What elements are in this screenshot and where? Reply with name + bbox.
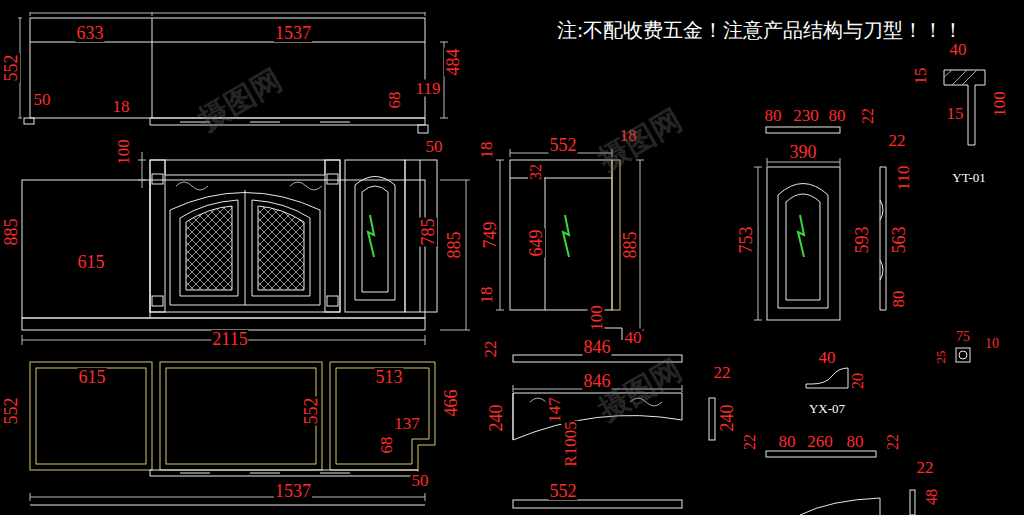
dimension-number: 18 — [112, 98, 131, 115]
dimension-number: 15 — [912, 67, 929, 86]
dimension-number: 32 — [528, 163, 544, 181]
dimension-number: 466 — [442, 389, 460, 418]
dimension-number: 18 — [478, 141, 495, 160]
dimension-number: 40 — [818, 349, 837, 366]
dimension-number: 885 — [621, 231, 639, 260]
dimension-number: 615 — [77, 253, 106, 271]
dimension-number: 563 — [890, 226, 908, 255]
dimension-number: 80 — [890, 290, 907, 309]
dimension-number: 785 — [419, 218, 437, 247]
dimension-number: 1537 — [274, 482, 312, 500]
dimension-number: 68 — [378, 436, 395, 455]
dimension-number: 615 — [78, 368, 107, 386]
dimension-number: 22 — [888, 132, 907, 149]
dimension-number: 649 — [527, 229, 545, 258]
dimension-number: YX-07 — [808, 402, 846, 415]
dimension-number: 885 — [2, 218, 20, 247]
dimension-number: 100 — [588, 304, 605, 332]
dimension-number: 50 — [425, 138, 444, 155]
dimension-number: 50 — [411, 472, 430, 489]
dimension-number: R1005 — [562, 420, 579, 467]
dimension-number: 100 — [115, 138, 132, 166]
dimension-number: 80 — [778, 433, 797, 450]
dimension-number: 2115 — [211, 330, 248, 348]
note-text: 注:不配收费五金！注意产品结构与刀型！！！ — [556, 20, 965, 40]
dimension-number: 25 — [934, 350, 947, 365]
dimension-number: 885 — [445, 231, 463, 260]
dimension-number: 552 — [2, 54, 20, 83]
dimension-number: 110 — [895, 165, 912, 192]
dimension-number: 75 — [955, 330, 971, 344]
dimension-number: 22 — [860, 107, 876, 125]
dimension-number: 20 — [850, 372, 866, 390]
dimension-number: 147 — [546, 396, 563, 424]
dimension-number: 240 — [487, 404, 505, 433]
dimension-number: 230 — [792, 107, 820, 124]
dimension-number: 40 — [949, 41, 968, 58]
dimension-number: 48 — [924, 488, 940, 506]
dimension-number: 846 — [583, 338, 612, 356]
dimension-number: 552 — [549, 136, 578, 154]
dimension-number: 80 — [764, 107, 783, 124]
dimension-number: 552 — [2, 397, 20, 426]
dimension-number: 50 — [33, 91, 52, 108]
dimension-number: 22 — [482, 340, 499, 359]
dimension-number: 552 — [302, 397, 320, 426]
dimension-number: 552 — [549, 482, 578, 500]
dimension-number: 633 — [76, 24, 105, 42]
dimension-number: 390 — [789, 143, 818, 161]
dimension-number: 80 — [846, 433, 865, 450]
dimension-number: 15 — [946, 105, 965, 122]
dimension-number: 22 — [742, 433, 758, 451]
dimension-number: 22 — [916, 459, 935, 476]
dimension-number: 593 — [853, 226, 871, 255]
dimension-number: 40 — [624, 329, 643, 346]
dimension-number: 260 — [806, 433, 834, 450]
dimension-number: 513 — [375, 368, 404, 386]
dimension-number: 22 — [713, 364, 732, 381]
dimension-number: 119 — [415, 80, 442, 97]
dimension-number: YT-01 — [951, 171, 986, 184]
dimension-number: 80 — [828, 107, 847, 124]
dimension-number: 753 — [737, 226, 755, 255]
dimension-number: 10 — [984, 337, 1000, 351]
dimension-number: 749 — [481, 221, 499, 250]
dimension-number: 137 — [393, 415, 421, 432]
dimension-number: 22 — [885, 433, 901, 451]
dimension-number: 240 — [718, 404, 736, 433]
dimension-number: 68 — [386, 91, 403, 110]
dimension-number: 484 — [444, 48, 462, 77]
dimension-number: 100 — [991, 90, 1008, 118]
dimension-number: 846 — [583, 372, 612, 390]
dimension-number: 1537 — [274, 24, 312, 42]
dimension-number: 18 — [478, 286, 495, 305]
